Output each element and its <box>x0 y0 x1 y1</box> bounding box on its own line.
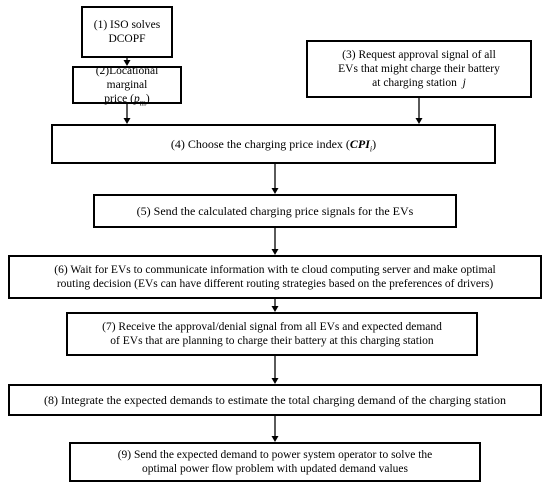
step-4-subscript-text: i <box>369 144 373 154</box>
step-8-text: (8) Integrate the expected demands to es… <box>43 393 507 407</box>
step-9-line-2: optimal power flow problem with updated … <box>141 463 409 475</box>
step-9-box: (9) Send the expected demand to power sy… <box>69 442 481 482</box>
step-2-text-b: ) <box>145 93 150 105</box>
step-4-subscript: i <box>370 144 372 153</box>
step-3-line-2: EVs that might charge their battery <box>338 63 500 75</box>
step-4-text-a: (4) Choose the charging price index ( <box>170 137 350 151</box>
step-2-text-a: price ( <box>104 93 134 105</box>
step-3-line-1: (3) Request approval signal of all <box>342 49 496 61</box>
step-5-box: (5) Send the calculated charging price s… <box>93 194 457 228</box>
step-2-subscript: m <box>139 98 146 108</box>
arrow-3-to-4 <box>415 98 423 124</box>
step-2-line-2: price (pm) <box>78 92 176 108</box>
step-7-line-2: of EVs that are planning to charge their… <box>110 335 434 347</box>
arrow-6-to-7 <box>271 299 279 312</box>
step-8-box: (8) Integrate the expected demands to es… <box>8 384 542 416</box>
step-3-symbol: j <box>462 77 466 89</box>
step-7-box: (7) Receive the approval/denial signal f… <box>66 312 478 356</box>
step-3-line-3: at charging station j <box>338 76 500 90</box>
arrow-2-to-4 <box>123 104 131 124</box>
step-4-symbol: CPI <box>349 137 370 151</box>
step-1-box: (1) ISO solves DCOPF <box>81 6 173 58</box>
step-3-box: (3) Request approval signal of all EVs t… <box>306 40 532 98</box>
step-2-line-1: (2)Locational marginal <box>95 65 159 91</box>
step-9-line-1: (9) Send the expected demand to power sy… <box>117 449 433 461</box>
arrow-4-to-5 <box>271 164 279 194</box>
step-6-line-2: routing decision (EVs can have different… <box>56 278 494 290</box>
step-5-text: (5) Send the calculated charging price s… <box>136 204 414 218</box>
step-4-box: (4) Choose the charging price index (CPI… <box>51 124 496 164</box>
arrow-8-to-9 <box>271 416 279 442</box>
step-4-line: (4) Choose the charging price index (CPI… <box>170 137 377 153</box>
step-1-line-2: DCOPF <box>108 33 146 45</box>
step-2-box: (2)Locational marginal price (pm) <box>72 65 182 108</box>
step-2-symbol: p <box>133 93 140 105</box>
step-3-text-a: at charging station <box>372 77 463 89</box>
step-6-box: (6) Wait for EVs to communicate informat… <box>8 255 542 299</box>
step-6-line-1: (6) Wait for EVs to communicate informat… <box>54 264 496 276</box>
arrow-7-to-8 <box>271 356 279 384</box>
step-7-line-1: (7) Receive the approval/denial signal f… <box>102 321 442 333</box>
arrow-5-to-6 <box>271 228 279 255</box>
step-1-line-1: (1) ISO solves <box>93 19 161 31</box>
step-4-text-b: ) <box>372 137 377 151</box>
